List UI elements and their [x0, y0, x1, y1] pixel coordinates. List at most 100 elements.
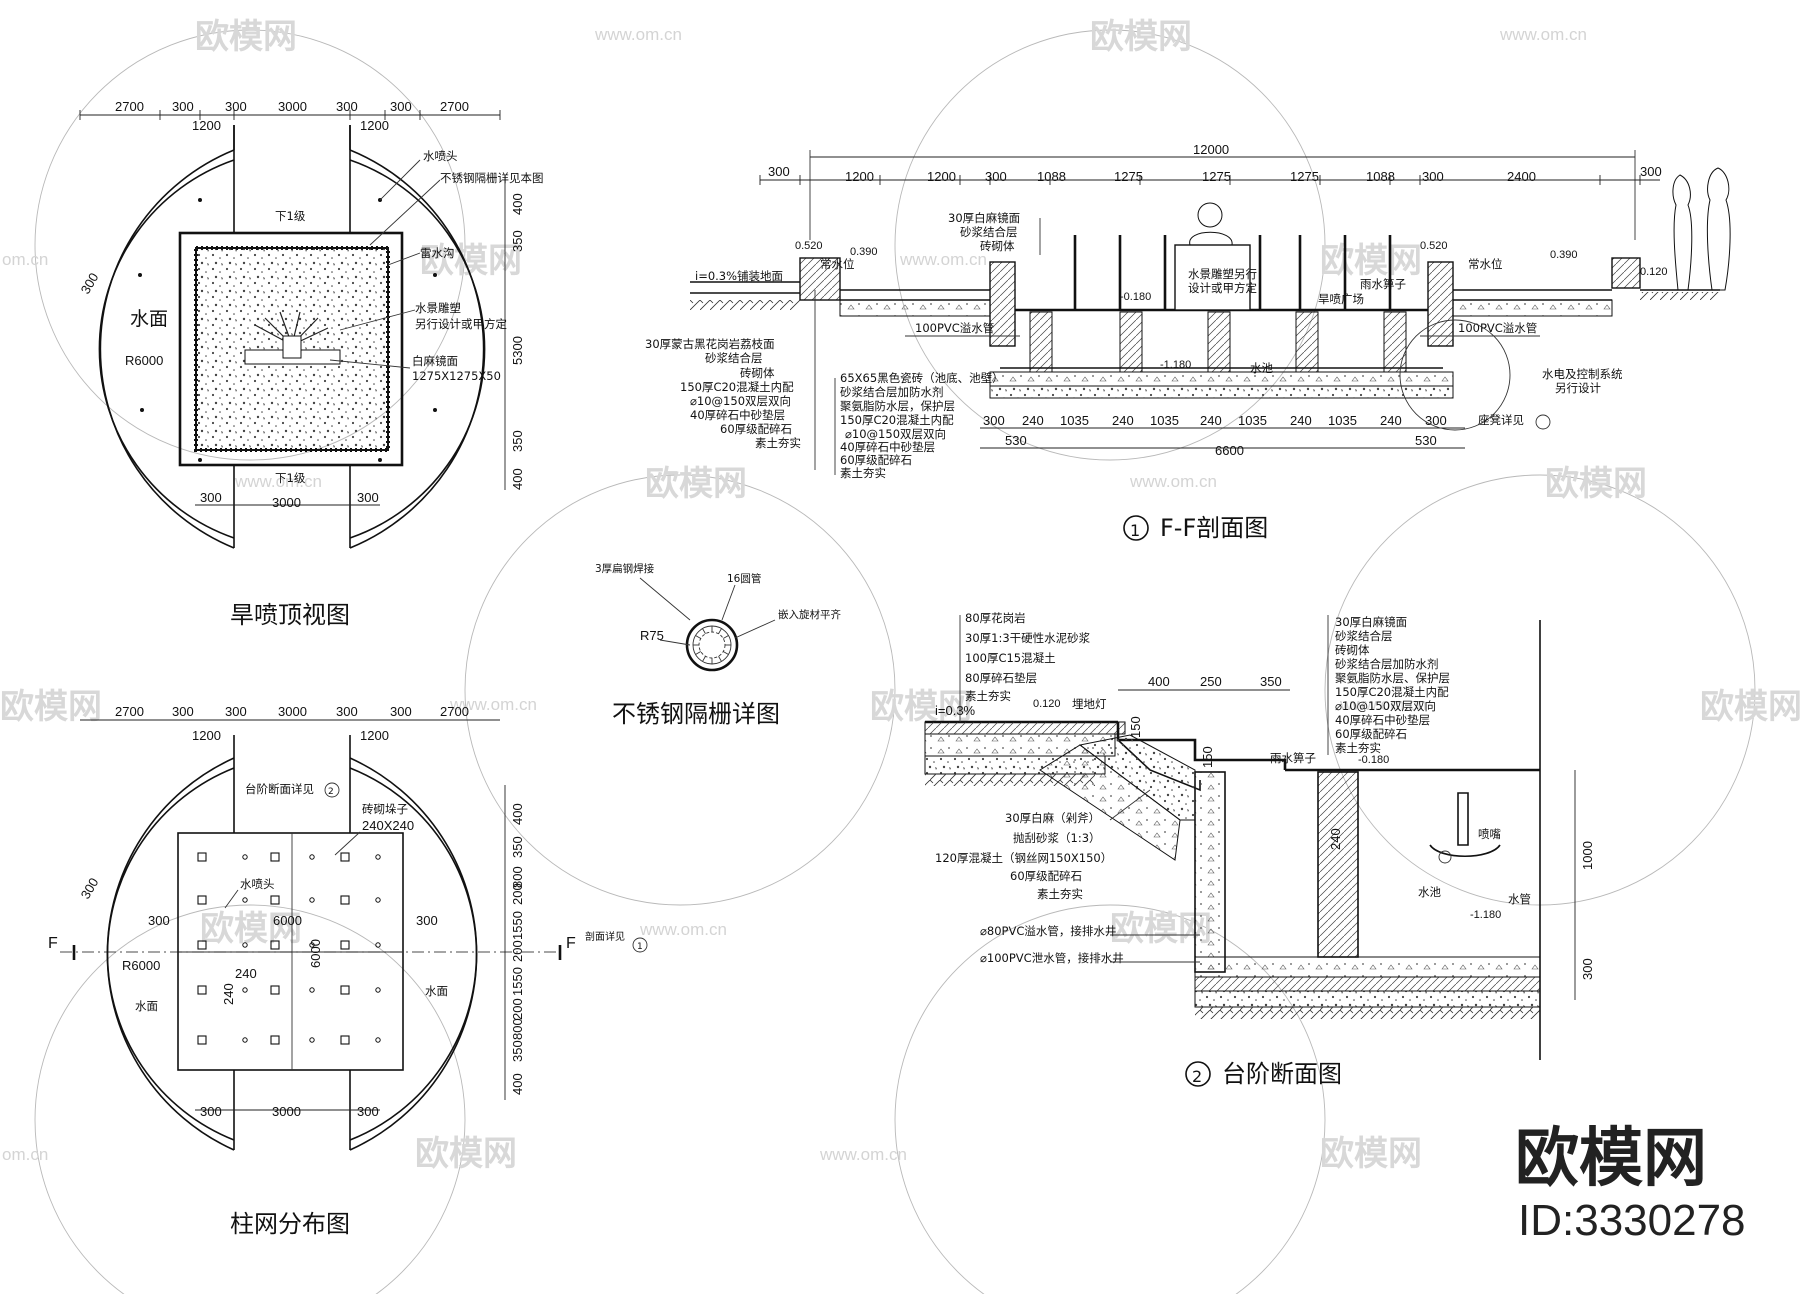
- watermark-logo: 欧模网: [645, 464, 747, 504]
- note-text: 40厚碎石中砂垫层: [690, 408, 785, 422]
- note-text: 65X65黑色瓷砖（池底、池壁）: [840, 371, 1004, 385]
- dim-label: 1035: [1060, 413, 1089, 428]
- radius-label: R75: [640, 628, 664, 643]
- note-text: 埋地灯: [1072, 697, 1107, 711]
- pier-square: [270, 1035, 280, 1045]
- dim-label: 3000: [272, 1104, 301, 1119]
- watermark-url: www.om.cn: [899, 250, 987, 269]
- note-text: 100PVC溢水管: [915, 321, 994, 335]
- note-text: 100PVC溢水管: [1458, 321, 1537, 335]
- watermark-logo: 欧模网: [195, 17, 297, 57]
- note-text: ⌀10@150双层双向: [1335, 699, 1436, 713]
- grille-spoke: [695, 635, 701, 639]
- dim-label: 1200: [360, 728, 389, 743]
- water-surface-label: 水面: [130, 308, 168, 330]
- water-level-label: 常水位: [820, 257, 855, 271]
- note-text: 水管: [1508, 892, 1531, 906]
- dim-label: 12000: [1193, 142, 1229, 157]
- note-text: 素土夯实: [1335, 741, 1381, 755]
- note-text: 另行设计: [1555, 381, 1601, 395]
- cut-mark: F: [48, 935, 58, 952]
- dim-label: 1200: [192, 118, 221, 133]
- watermark-url: www.om.cn: [1499, 25, 1587, 44]
- dim-label: 400: [1148, 674, 1170, 689]
- top-view-notes: 水喷头 不锈钢隔栅详见本图 雷水沟 水景雕塑 另行设计或甲方定 白麻镜面 127…: [329, 149, 544, 383]
- grille-spoke: [723, 651, 729, 655]
- note-text: 砂浆结合层: [960, 225, 1018, 239]
- pier-square: [340, 1035, 350, 1045]
- dim-label: 240: [235, 966, 257, 981]
- nozzle-dot: [242, 854, 248, 860]
- nozzle-dot: [309, 854, 315, 860]
- note-text: 砂浆结合层: [705, 351, 763, 365]
- note-text: 30厚1:3干硬性水泥砂浆: [965, 631, 1091, 645]
- note-text: 水景雕塑另行: [1188, 267, 1257, 281]
- note-text: 砖砌体: [980, 239, 1015, 253]
- radius-label: R6000: [125, 353, 163, 368]
- watermark-url: www.om.cn: [234, 472, 322, 491]
- dim-label: 300: [390, 99, 412, 114]
- watermark-logo: 欧模网: [0, 687, 102, 727]
- dim-label: 1088: [1037, 169, 1066, 184]
- note-text: 水电及控制系统: [1542, 367, 1623, 381]
- dim-label: 2400: [1507, 169, 1536, 184]
- note-text: 240X240: [362, 818, 414, 833]
- ff-notes-inner: 水景雕塑另行 设计或甲方定 旱喷广场 雨水箅子 100PVC溢水管 100PVC…: [905, 267, 1540, 375]
- dim-label: 250: [1200, 674, 1222, 689]
- dim-label: 1200: [192, 728, 221, 743]
- dim-label: 300: [225, 704, 247, 719]
- human-figure-icon: [1672, 167, 1731, 291]
- nozzle-dot: [309, 1037, 315, 1043]
- watermark-layer: 欧模网 欧模网 www.om.cn www.om.cn 欧模网 欧模网 om.c…: [0, 17, 1800, 1294]
- note-text: 水景雕塑: [415, 301, 461, 315]
- nozzle-dot: [375, 1037, 381, 1043]
- watermark-url: www.om.cn: [449, 695, 537, 714]
- slope-label: i=0.3%铺装地面: [695, 269, 783, 283]
- dim-label: 300: [200, 490, 222, 505]
- watermark-logo: 欧模网: [1700, 687, 1800, 727]
- elevation-text: -0.180: [1120, 291, 1151, 303]
- note-text: 1275X1275X50: [412, 369, 501, 383]
- dim-label: 300: [336, 704, 358, 719]
- pier-square: [270, 940, 280, 950]
- note-text: ⌀80PVC溢水管，接排水井: [980, 924, 1116, 938]
- dim-label: 3000: [278, 704, 307, 719]
- dim-label: 350: [510, 230, 525, 252]
- nozzle-dot: [242, 942, 248, 948]
- note-text: 120厚混凝土（钢丝网150X150）: [935, 851, 1112, 865]
- note-text: 台阶断面详见: [245, 782, 314, 796]
- top-view-title: 旱喷顶视图: [230, 601, 350, 629]
- note-text: 水喷头: [423, 149, 458, 163]
- sculpture-fountain-icon: [244, 311, 341, 365]
- slope-label: i=0.3%: [935, 703, 976, 718]
- grille-detail: 3厚扁钢焊接 16圆管 嵌入旋材平齐 R75 不锈钢隔栅详图: [595, 562, 841, 728]
- detail-tag: 2: [328, 787, 334, 797]
- elevation-text: 0.390: [1550, 249, 1578, 261]
- dim-label: 240: [1328, 828, 1343, 850]
- watermark-logo: 欧模网: [1320, 1134, 1422, 1174]
- watermark-logo: 欧模网: [870, 687, 972, 727]
- note-text: 30厚蒙古黑花岗岩荔枝面: [645, 337, 775, 351]
- pier-square: [270, 895, 280, 905]
- note-text: ⌀100PVC泄水管，接排水井: [980, 951, 1124, 965]
- ff-notes-right: 水电及控制系统 另行设计 座凳详见: [1399, 319, 1623, 431]
- note-text: 白麻镜面: [412, 354, 458, 368]
- dim-label: 1088: [1366, 169, 1395, 184]
- note-text: 喷嘴: [1478, 827, 1501, 841]
- dim-label: 240: [1380, 413, 1402, 428]
- note-text: 砂浆结合层加防水剂: [840, 385, 944, 399]
- dim-label: 300: [1580, 958, 1595, 980]
- note-text: 素土夯实: [755, 436, 801, 450]
- top-view-dim-chain: 2700 300 300 3000 300 300 2700 1200 1200: [79, 99, 501, 133]
- jet-lines: [1073, 235, 1392, 310]
- dim-label: 2700: [440, 99, 469, 114]
- note-text: 嵌入旋材平齐: [778, 608, 841, 621]
- note-text: 水池: [1418, 885, 1441, 899]
- note-text: ⌀10@150双层双向: [690, 394, 791, 408]
- grille-spoke: [718, 656, 722, 662]
- dim-label: 1035: [1328, 413, 1357, 428]
- note-text: 砖砌体: [1335, 643, 1370, 657]
- dim-label: 300: [983, 413, 1005, 428]
- dim-label: 1200: [927, 169, 956, 184]
